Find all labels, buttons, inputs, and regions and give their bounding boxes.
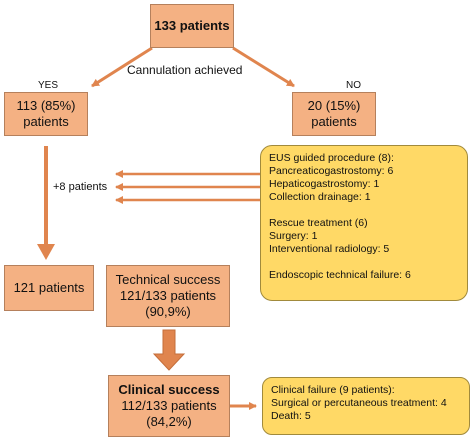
clinical-success-box: Clinical success 112/133 patients (84,2%… <box>108 375 230 437</box>
no-patients-line2: patients <box>311 114 357 129</box>
clinical-success-line1: Clinical success <box>118 382 220 397</box>
clinical-failure-note: Clinical failure (9 patients): Surgical … <box>262 377 470 435</box>
plus-8-patients-label: +8 patients <box>53 181 108 193</box>
technical-success-line2: 121/133 patients <box>119 288 217 303</box>
endoscopic-failure: Endoscopic technical failure: 6 <box>269 269 411 281</box>
final-yes-text: 121 patients <box>13 280 85 295</box>
no-patients-line1: 20 (15%) <box>307 98 361 113</box>
total-patients-text: 133 patients <box>154 18 230 33</box>
technical-success-box: Technical success 121/133 patients (90,9… <box>106 265 230 327</box>
no-label: NO <box>346 80 361 91</box>
final-yes-box: 121 patients <box>4 265 94 311</box>
no-group-details-note: EUS guided procedure (8): Pancreaticogas… <box>260 145 468 301</box>
no-patients-box: 20 (15%) patients <box>292 92 376 136</box>
clinical-failure-item: Death: 5 <box>271 410 311 422</box>
technical-success-line3: (90,9%) <box>145 304 191 319</box>
block-arrow-technical-to-clinical <box>152 329 186 371</box>
yes-patients-box: 113 (85%) patients <box>4 92 88 136</box>
eus-item: Pancreaticogastrostomy: 6 <box>269 165 394 177</box>
clinical-success-line3: (84,2%) <box>146 414 192 429</box>
yes-label: YES <box>38 80 59 91</box>
eus-item: Hepaticogastrostomy: 1 <box>269 178 380 190</box>
arrow-to-yes <box>91 46 153 88</box>
yes-patients-line2: patients <box>23 114 69 129</box>
clinical-success-line2: 112/133 patients <box>121 398 217 413</box>
yes-patients-line1: 113 (85%) <box>16 98 76 113</box>
clinical-failure-title: Clinical failure (9 patients): <box>271 384 395 396</box>
rescue-item: Surgery: 1 <box>269 230 318 242</box>
arrowhead-yes-to-121 <box>37 244 55 260</box>
rescue-item: Interventional radiology: 5 <box>269 243 390 255</box>
clinical-failure-item: Surgical or percutaneous treatment: 4 <box>271 397 447 409</box>
total-patients-box: 133 patients <box>150 4 234 48</box>
technical-success-line1: Technical success <box>115 272 221 287</box>
arrow-to-no <box>232 46 295 88</box>
cannulation-label: Cannulation achieved <box>127 63 243 77</box>
rescue-title: Rescue treatment (6) <box>269 217 368 229</box>
eus-title: EUS guided procedure (8): <box>269 152 394 164</box>
eus-item: Collection drainage: 1 <box>269 191 371 203</box>
